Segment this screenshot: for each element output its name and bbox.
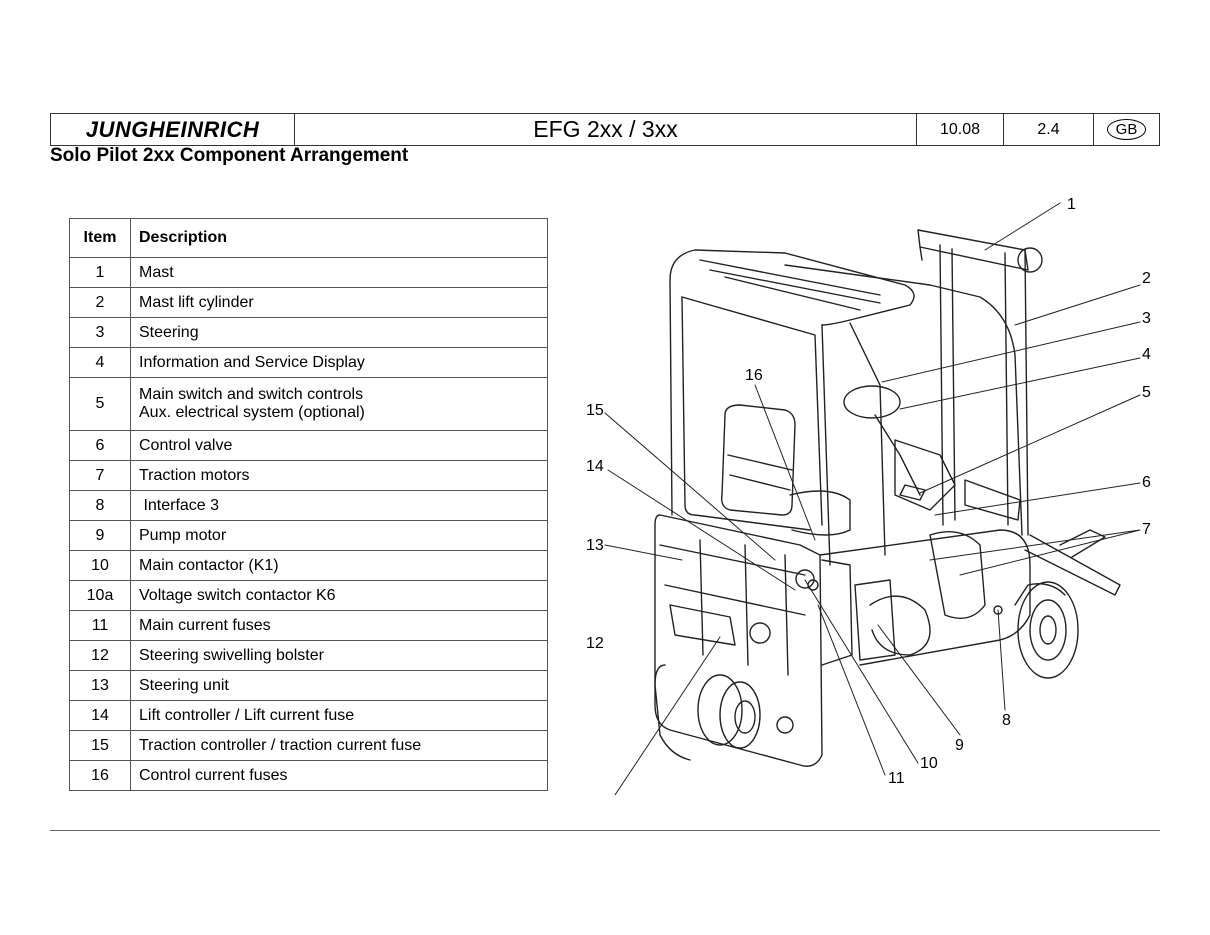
callout-11: 11: [888, 770, 905, 787]
item-description: Pump motor: [130, 520, 548, 551]
item-description: Voltage switch contactor K6: [130, 580, 548, 611]
item-description: Traction motors: [130, 460, 548, 491]
item-number: 10a: [69, 580, 131, 611]
document-date: 10.08: [917, 114, 1004, 145]
item-number: 3: [69, 317, 131, 348]
item-description: Mast: [130, 257, 548, 288]
item-number: 1: [69, 257, 131, 288]
item-description: Lift controller / Lift current fuse: [130, 700, 548, 731]
item-description: Control valve: [130, 430, 548, 461]
page-number: 2.4: [1004, 114, 1094, 145]
callout-10: 10: [920, 755, 938, 772]
callout-7: 7: [1142, 521, 1151, 538]
item-number: 2: [69, 287, 131, 318]
callout-16: 16: [745, 367, 763, 384]
callout-12: 12: [586, 635, 604, 652]
column-header-item: Item: [69, 218, 131, 258]
item-number: 4: [69, 347, 131, 378]
callout-labels: 1 2 3 4 5 6 7 8 9 10 11 12 13 14 15 16: [586, 196, 1151, 787]
callout-6: 6: [1142, 474, 1151, 491]
item-description: Interface 3: [130, 490, 548, 521]
item-number: 13: [69, 670, 131, 701]
item-description-line: Aux. electrical system (optional): [139, 404, 365, 421]
callout-9: 9: [955, 737, 964, 754]
leader-lines: [604, 202, 1141, 795]
callout-14: 14: [586, 458, 604, 475]
callout-15: 15: [586, 402, 604, 419]
item-number: 9: [69, 520, 131, 551]
item-number: 7: [69, 460, 131, 491]
item-number: 6: [69, 430, 131, 461]
table-row: 8 Interface 3: [69, 490, 548, 521]
brand-logo: JUNGHEINRICH: [51, 114, 295, 145]
item-number: 11: [69, 610, 131, 641]
item-description: Mast lift cylinder: [130, 287, 548, 318]
callout-8: 8: [1002, 712, 1011, 729]
logo-wordmark: JUNGHEINRICH: [85, 116, 260, 142]
item-description: Steering swivelling bolster: [130, 640, 548, 671]
item-number: 5: [69, 377, 131, 431]
column-header-description: Description: [130, 218, 548, 258]
item-description: Control current fuses: [130, 760, 548, 791]
callout-13: 13: [586, 537, 604, 554]
item-description: Main contactor (K1): [130, 550, 548, 581]
forklift-illustration: [654, 229, 1121, 767]
callout-2: 2: [1142, 270, 1151, 287]
callout-3: 3: [1142, 310, 1151, 327]
document-header: JUNGHEINRICH EFG 2xx / 3xx 10.08 2.4 GB: [50, 113, 1160, 146]
callout-1: 1: [1067, 196, 1076, 213]
item-description: Information and Service Display: [130, 347, 548, 378]
item-description: Main current fuses: [130, 610, 548, 641]
item-description: Steering: [130, 317, 548, 348]
language-cell: GB: [1094, 114, 1159, 145]
callout-5: 5: [1142, 384, 1151, 401]
item-description: Traction controller / traction current f…: [130, 730, 548, 761]
language-badge: GB: [1106, 119, 1147, 140]
item-number: 14: [69, 700, 131, 731]
callout-4: 4: [1142, 346, 1151, 363]
document-title: EFG 2xx / 3xx: [295, 114, 917, 145]
item-number: 8: [69, 490, 131, 521]
table-header-row: Item Description: [69, 218, 548, 258]
item-number: 12: [69, 640, 131, 671]
footer-divider: [50, 830, 1160, 831]
forklift-diagram: 1 2 3 4 5 6 7 8 9 10 11 12 13 14 15 16: [586, 196, 1151, 795]
item-number: 15: [69, 730, 131, 761]
item-description: Steering unit: [130, 670, 548, 701]
item-number: 16: [69, 760, 131, 791]
page-title: Solo Pilot 2xx Component Arrangement: [50, 145, 409, 166]
item-description-line: Main switch and switch controls: [139, 386, 364, 403]
item-number: 10: [69, 550, 131, 581]
